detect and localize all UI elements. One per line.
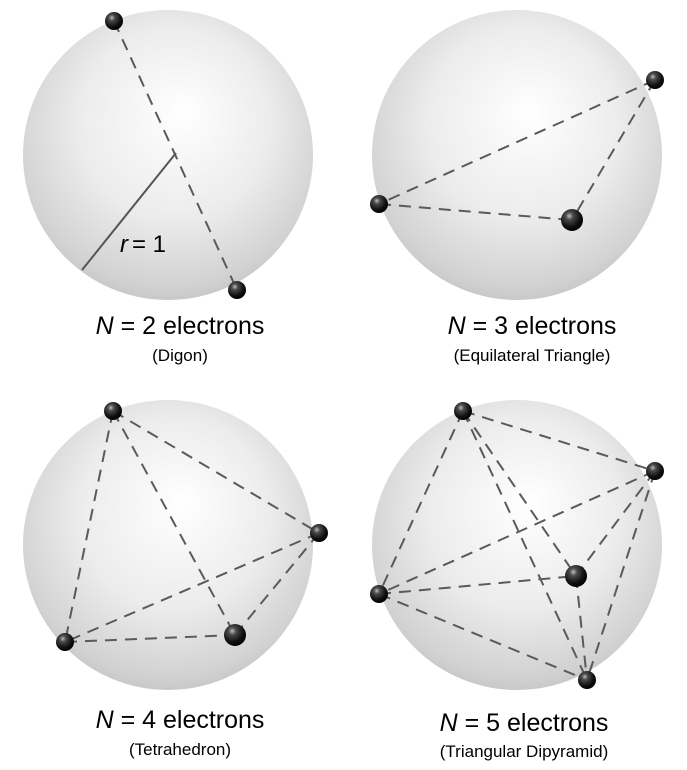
- dashed-edge: [378, 203, 573, 221]
- panel-caption: N = 2 electrons: [96, 312, 265, 340]
- sphere: [372, 400, 662, 690]
- dashed-edge: [462, 410, 588, 681]
- panel-caption: N = 5 electrons: [440, 709, 609, 737]
- dashed-edge: [378, 575, 577, 595]
- electron: [565, 565, 587, 587]
- dashed-edge: [575, 575, 588, 681]
- radius-value: = 1: [132, 231, 166, 258]
- electron: [104, 402, 122, 420]
- electron: [105, 12, 123, 30]
- dashed-edge: [64, 532, 320, 643]
- electron: [561, 209, 583, 231]
- dashed-edge: [64, 634, 236, 643]
- dashed-edge: [378, 79, 656, 205]
- electron: [454, 402, 472, 420]
- dashed-edge: [234, 532, 320, 636]
- caption-var: N: [96, 312, 115, 340]
- panel-caption: N = 3 electrons: [448, 312, 617, 340]
- panel-subtitle: (Digon): [152, 346, 208, 365]
- dashed-edge: [571, 79, 656, 221]
- dashed-edge: [112, 410, 236, 636]
- panel-digon: r= 1 N = 2 electrons (Digon): [23, 10, 313, 365]
- radius-line: [81, 152, 177, 271]
- caption-var: N: [448, 312, 467, 340]
- electron: [578, 671, 596, 689]
- electron: [310, 524, 328, 542]
- electron: [646, 71, 664, 89]
- dashed-edge: [575, 470, 656, 577]
- radius-label: r= 1: [120, 231, 166, 258]
- caption-text: = 3 electrons: [466, 312, 617, 340]
- electron: [228, 281, 246, 299]
- electron: [370, 585, 388, 603]
- caption-text: = 4 electrons: [114, 706, 265, 734]
- dashed-edge: [378, 593, 588, 681]
- panel-equilateral-triangle: N = 3 electrons (Equilateral Triangle): [370, 10, 664, 365]
- caption-var: N: [96, 706, 115, 734]
- electron: [370, 195, 388, 213]
- electron: [646, 462, 664, 480]
- caption-var: N: [440, 709, 459, 737]
- electron: [56, 633, 74, 651]
- sphere: [23, 10, 313, 300]
- electron: [224, 624, 246, 646]
- dashed-edge: [462, 410, 577, 577]
- dashed-edge: [462, 410, 656, 472]
- sphere: [23, 400, 313, 690]
- dashed-edge: [378, 410, 464, 595]
- panel-caption: N = 4 electrons: [96, 706, 265, 734]
- caption-text: = 2 electrons: [114, 312, 265, 340]
- panel-tetrahedron: N = 4 electrons (Tetrahedron): [23, 400, 328, 759]
- radius-var: r: [120, 231, 129, 258]
- panel-triangular-dipyramid: N = 5 electrons (Triangular Dipyramid): [370, 400, 664, 761]
- dashed-edge: [586, 470, 656, 681]
- dashed-edge: [113, 20, 238, 291]
- panel-subtitle: (Triangular Dipyramid): [440, 742, 608, 761]
- sphere: [372, 10, 662, 300]
- panel-subtitle: (Equilateral Triangle): [454, 346, 611, 365]
- panel-subtitle: (Tetrahedron): [129, 740, 231, 759]
- caption-text: = 5 electrons: [458, 709, 609, 737]
- dashed-edge: [378, 470, 656, 595]
